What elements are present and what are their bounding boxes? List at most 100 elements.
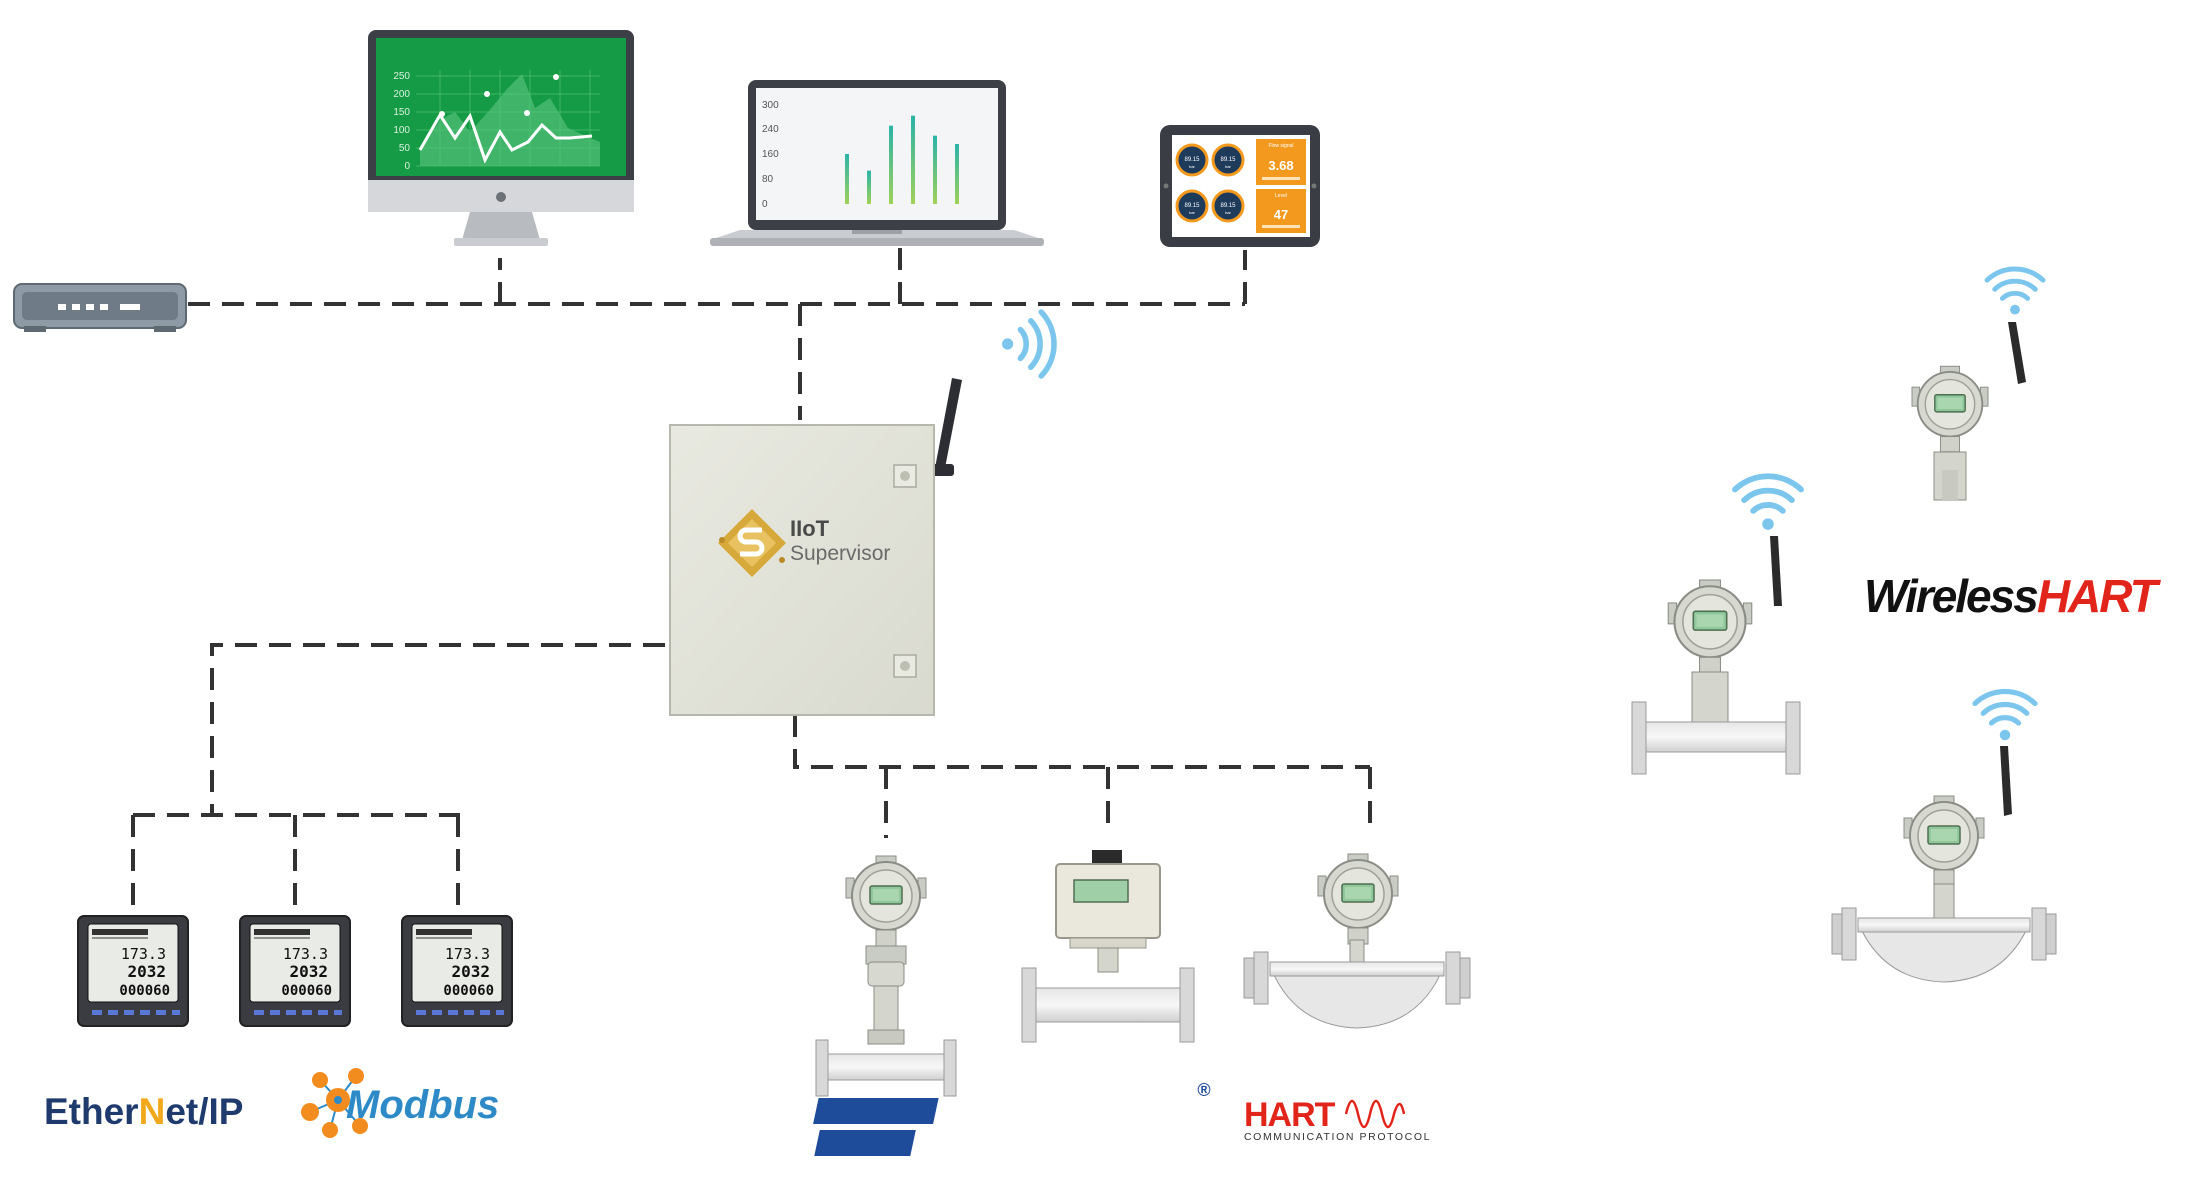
wirelesshart-part1: Wireless (1864, 570, 2038, 622)
svg-text:WirelessHART: WirelessHART (1864, 570, 2162, 622)
gauge-unit: bar (1189, 164, 1195, 169)
profibus-line1: PROFI (1044, 1098, 1144, 1124)
meter-mid-value: 2032 (289, 962, 328, 981)
gauge-value: 89.15 (1220, 203, 1236, 209)
hart-name: HART (1244, 1096, 1336, 1134)
power-meter: 173.3 2032 000060 (77, 915, 189, 1027)
power-meter: 173.3 2032 000060 (401, 915, 513, 1027)
meter-bottom-value: 000060 (119, 983, 170, 999)
profibus-logo: PROFI BUS ® (813, 1080, 1211, 1156)
vortex-flowmeter (815, 855, 957, 1097)
gauge-unit: bar (1225, 164, 1231, 169)
tablet-gauge: 89.15 bar (1175, 189, 1209, 223)
power-meter: 173.3 2032 000060 (239, 915, 351, 1027)
network-connection-lines (131, 240, 1372, 905)
tablet-gauge: 89.15 bar (1211, 143, 1245, 177)
supervisor-to-meters-line (210, 643, 665, 815)
laptop-bar (955, 144, 959, 204)
laptop-bar (911, 115, 915, 204)
laptop-y-tick: 160 (762, 149, 779, 160)
modbus-network-icon (301, 1068, 368, 1138)
modbus-text: Modbus (346, 1083, 499, 1127)
tablet-gauge: 89.15 bar (1211, 189, 1245, 223)
wifi-icon (1975, 692, 2035, 741)
router-device (13, 283, 187, 332)
tablet-card: Level 47 (1256, 189, 1306, 233)
modbus-logo: Modbus (301, 1068, 499, 1138)
gauge-value: 89.15 (1184, 157, 1200, 163)
profibus-line2: BUS (1077, 1130, 1144, 1156)
meter-mid-value: 2032 (127, 962, 166, 981)
hart-logo: HART COMMUNICATION PROTOCOL (1244, 1096, 1431, 1143)
supervisor-logo-icon (718, 509, 786, 577)
hart-wave-icon (1344, 1099, 1406, 1129)
card-title: Flow signal (1268, 143, 1293, 149)
monitor-line-series (418, 112, 593, 164)
wifi-icon (1987, 269, 2043, 315)
iiot-supervisor-cabinet: IIoT Supervisor (669, 312, 1054, 716)
laptop: 300 240 160 80 0 (710, 80, 1044, 246)
supervisor-antenna-icon (935, 378, 962, 468)
ethernet-ip-part: et/IP (165, 1091, 243, 1132)
meter-mid-value: 2032 (451, 962, 490, 981)
electromagnetic-flowmeter (1021, 850, 1195, 1043)
monitor-y-tick: 150 (393, 107, 410, 118)
laptop-bar (933, 135, 937, 204)
meter-top-value: 173.3 (283, 945, 328, 963)
coriolis-flowmeter (1243, 853, 1471, 1029)
card-value: 47 (1274, 207, 1288, 222)
laptop-y-tick-labels: 300 240 160 80 0 (762, 100, 779, 210)
meter-bottom-value: 000060 (443, 983, 494, 999)
laptop-bar (867, 170, 871, 204)
card-title: Level (1275, 193, 1287, 199)
supervisor-title: IIoT (790, 516, 830, 541)
cabinet-lock (893, 464, 917, 488)
profibus-registered: ® (1197, 1080, 1210, 1100)
ethernet-ip-logo: EtherNet/IP (44, 1091, 243, 1132)
meter-bottom-value: 000060 (281, 983, 332, 999)
wirelesshart-logo: WirelessHART (1864, 570, 2164, 622)
laptop-bar-chart (845, 115, 959, 204)
supervisor-subtitle: Supervisor (790, 542, 890, 565)
gauge-unit: bar (1225, 210, 1231, 215)
card-value: 3.68 (1268, 158, 1293, 173)
monitor-marker (484, 91, 490, 97)
monitor-y-tick: 200 (393, 89, 410, 100)
gauge-value: 89.15 (1184, 203, 1200, 209)
monitor-y-tick: 100 (393, 125, 410, 136)
ethernet-ip-part: N (139, 1091, 166, 1132)
monitor-marker (553, 74, 559, 80)
tablet-gauge: 89.15 bar (1175, 143, 1209, 177)
hart-tagline: COMMUNICATION PROTOCOL (1244, 1131, 1431, 1143)
wireless-coriolis-flowmeter (1831, 692, 2057, 983)
monitor-y-tick: 250 (393, 71, 410, 82)
laptop-bar (845, 154, 849, 204)
monitor-area-series (420, 74, 600, 166)
gauge-value: 89.15 (1220, 157, 1236, 163)
monitor-y-tick-labels: 250 200 150 100 50 0 (393, 71, 410, 172)
monitor-marker (524, 110, 530, 116)
laptop-y-tick: 0 (762, 199, 768, 210)
gauge-unit: bar (1189, 210, 1195, 215)
laptop-bar (889, 125, 893, 204)
wireless-pressure-transmitter (1911, 269, 2043, 501)
cabinet-lock (893, 654, 917, 678)
monitor-y-tick: 0 (404, 161, 410, 172)
supervisor-wifi-icon (1002, 312, 1054, 376)
wireless-flowmeter (1631, 476, 1801, 775)
laptop-y-tick: 240 (762, 124, 779, 135)
wirelesshart-part2: HART (2037, 570, 2162, 622)
wifi-icon (1735, 476, 1801, 530)
meter-top-value: 173.3 (121, 945, 166, 963)
monitor-y-tick: 50 (399, 143, 411, 154)
laptop-y-tick: 80 (762, 174, 774, 185)
desktop-monitor: 250 200 150 100 50 0 (368, 30, 634, 246)
meter-top-value: 173.3 (445, 945, 490, 963)
svg-text:EtherNet/IP: EtherNet/IP (44, 1091, 243, 1132)
supervisor-to-field-line (793, 715, 1370, 769)
laptop-y-tick: 300 (762, 100, 779, 111)
ethernet-ip-part: Ether (44, 1091, 139, 1132)
tablet: 89.15 bar 89.15 bar 89.15 bar 89.15 bar … (1160, 125, 1320, 247)
monitor-marker (439, 111, 445, 117)
